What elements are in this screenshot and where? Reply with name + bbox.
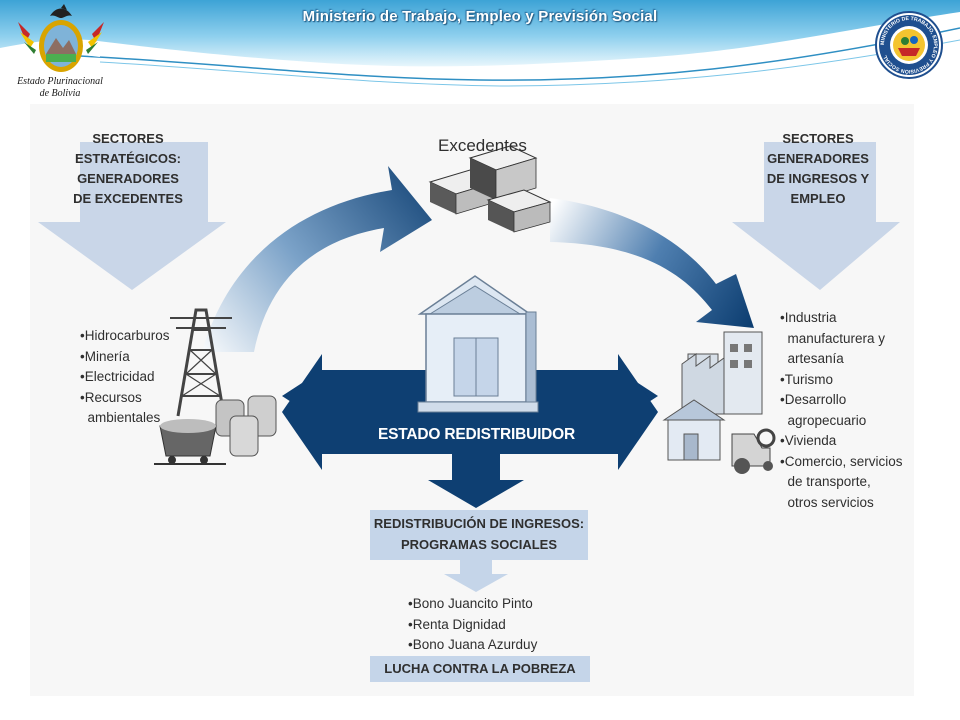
list-item: •Vivienda: [780, 433, 837, 448]
left-sector-down-arrow: [38, 142, 226, 290]
slide-header: Estado Plurinacional de Bolivia Minister…: [0, 0, 960, 110]
ministry-seal-icon: MINISTERIO DE TRABAJO, EMPLEO Y PREVISIÓ…: [875, 11, 943, 79]
down-arrow-to-benefits: [444, 560, 508, 592]
heading-line: SECTORES: [782, 131, 854, 146]
left-sector-heading: SECTORES ESTRATÉGICOS: GENERADORES DE EX…: [68, 129, 188, 209]
heading-line: GENERADORES: [77, 171, 179, 186]
list-item: •Minería: [80, 348, 130, 364]
energy-mining-icon: [154, 308, 277, 465]
right-sector-heading: SECTORES GENERADORES DE INGRESOS Y EMPLE…: [758, 129, 878, 209]
poverty-fight-label: LUCHA CONTRA LA POBREZA: [384, 661, 576, 676]
list-item: •Comercio, servicios: [780, 453, 903, 469]
social-programs-list: •Bono Juancito Pinto •Renta Dignidad •Bo…: [408, 594, 537, 656]
strategic-sectors-list: •Hidrocarburos •Minería •Electricidad •R…: [80, 326, 170, 429]
industry-housing-icon: [662, 331, 776, 474]
box-line: REDISTRIBUCIÓN DE INGRESOS:: [373, 516, 585, 531]
income-curved-arrow: [550, 198, 754, 328]
surplus-curved-arrow: [202, 166, 432, 352]
page-title: Ministerio de Trabajo, Empleo y Previsió…: [302, 8, 658, 25]
redistributive-state-label: ESTADO REDISTRIBUIDOR: [378, 426, 576, 443]
diagram-graphics: [38, 142, 900, 682]
list-item: •Desarrollo: [780, 392, 847, 407]
list-item: agropecuario: [780, 412, 867, 428]
heading-line: DE EXCEDENTES: [73, 191, 183, 206]
redistribution-box-text: REDISTRIBUCIÓN DE INGRESOS: PROGRAMAS SO…: [370, 513, 588, 555]
box-line: PROGRAMAS SOCIALES: [400, 537, 557, 552]
list-item: ambientales: [80, 410, 161, 425]
list-item: •Bono Juancito Pinto: [408, 596, 533, 611]
redistribution-box: [370, 510, 588, 560]
down-arrow-to-programs: [428, 454, 524, 508]
diagram-area: SECTORES ESTRATÉGICOS: GENERADORES DE EX…: [30, 104, 914, 696]
list-item: •Bono Juana Azurduy: [408, 637, 538, 652]
list-item: •Turismo: [780, 371, 833, 387]
caption-line-1: Estado Plurinacional: [17, 76, 103, 87]
money-stacks-icon: [428, 145, 552, 233]
surplus-label: Excedentes: [438, 136, 527, 155]
heading-line: GENERADORES: [767, 151, 869, 166]
list-item: manufacturera y: [780, 330, 886, 346]
caption-line-2: de Bolivia: [39, 88, 81, 99]
heading-line: SECTORES: [92, 131, 164, 146]
bottom-box: [370, 656, 590, 682]
list-item: •Hidrocarburos: [80, 328, 170, 343]
list-item: •Electricidad: [80, 369, 155, 384]
list-item: •Renta Dignidad: [408, 616, 506, 632]
heading-line: EMPLEO: [790, 191, 846, 206]
heading-line: DE INGRESOS Y: [766, 171, 870, 186]
list-item: de transporte,: [780, 474, 871, 489]
heading-line: ESTRATÉGICOS:: [75, 151, 181, 166]
income-sectors-list: •Industria manufacturera y artesanía •Tu…: [780, 308, 903, 513]
list-item: •Industria: [780, 310, 837, 325]
list-item: artesanía: [780, 351, 844, 366]
list-item: otros servicios: [780, 494, 874, 510]
coat-of-arms-caption: Estado Plurinacional de Bolivia: [5, 76, 115, 100]
list-item: •Recursos: [80, 389, 142, 405]
bolivia-coat-of-arms-icon: [18, 4, 104, 72]
government-building-icon: [417, 275, 539, 413]
right-sector-down-arrow: [732, 142, 900, 290]
